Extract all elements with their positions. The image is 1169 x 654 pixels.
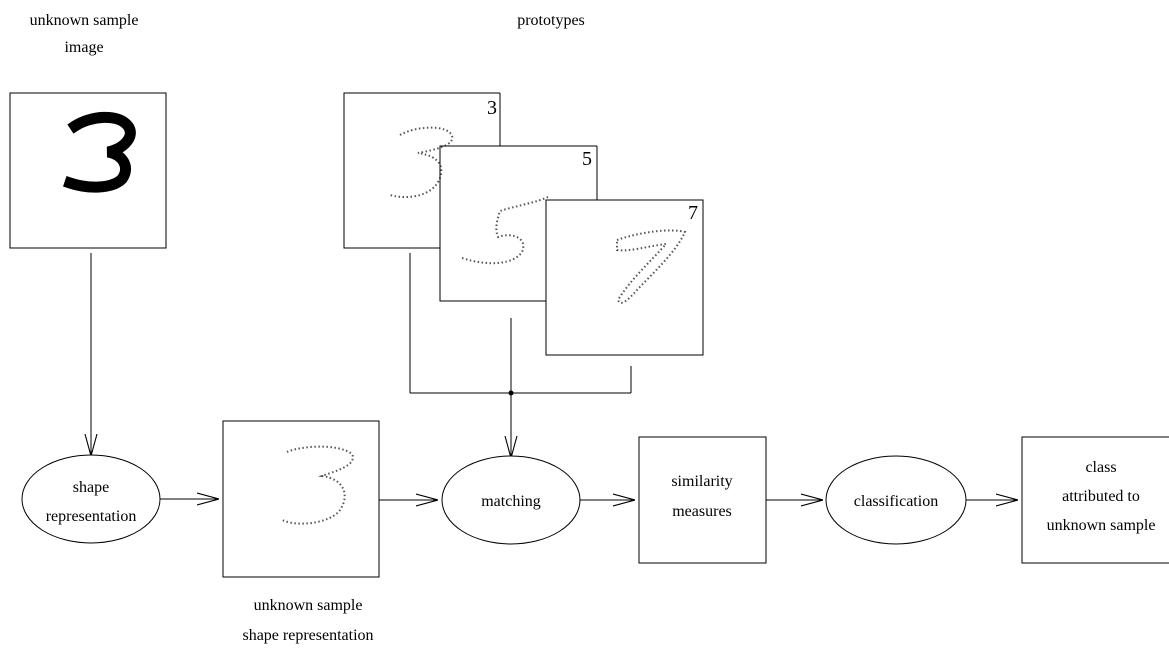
- prototype-7-outline: [616, 229, 687, 304]
- classification-label: classification: [854, 493, 938, 510]
- prototype-5-outline: [461, 196, 549, 265]
- prototype-3-outline: [389, 126, 454, 199]
- matching-label: matching: [481, 493, 541, 510]
- shape-representation-label: shape: [73, 479, 109, 496]
- sample-shape-label: unknown sample: [254, 597, 363, 614]
- digit-three-bitmap: [63, 111, 136, 193]
- sample-image-label-2: image: [64, 39, 103, 56]
- prototypes-label: prototypes: [517, 12, 585, 29]
- shape-representation-node: [21, 454, 161, 544]
- sample-shape-outline: [281, 445, 354, 525]
- sample-shape-box: [222, 420, 380, 578]
- prototype-digit-7: 7: [688, 202, 698, 224]
- sample-image-label: unknown sample: [30, 12, 139, 29]
- prototype-digit-3: 3: [487, 97, 497, 119]
- similarity-label-2: measures: [672, 503, 732, 520]
- class-label-2: attributed to: [1062, 488, 1140, 505]
- prototype-card-5: [439, 145, 597, 302]
- similarity-label: similarity: [671, 473, 732, 490]
- class-attributed-box: [1021, 436, 1169, 564]
- prototype-digit-5: 5: [582, 148, 592, 170]
- prototype-card-3: [343, 92, 500, 249]
- sample-shape-label-2: shape representation: [242, 627, 373, 644]
- class-label-3: unknown sample: [1047, 517, 1156, 534]
- class-label: class: [1085, 459, 1116, 476]
- similarity-measures-box: [638, 436, 767, 564]
- prototype-card-7: [545, 199, 704, 356]
- shape-representation-label-2: representation: [46, 508, 137, 525]
